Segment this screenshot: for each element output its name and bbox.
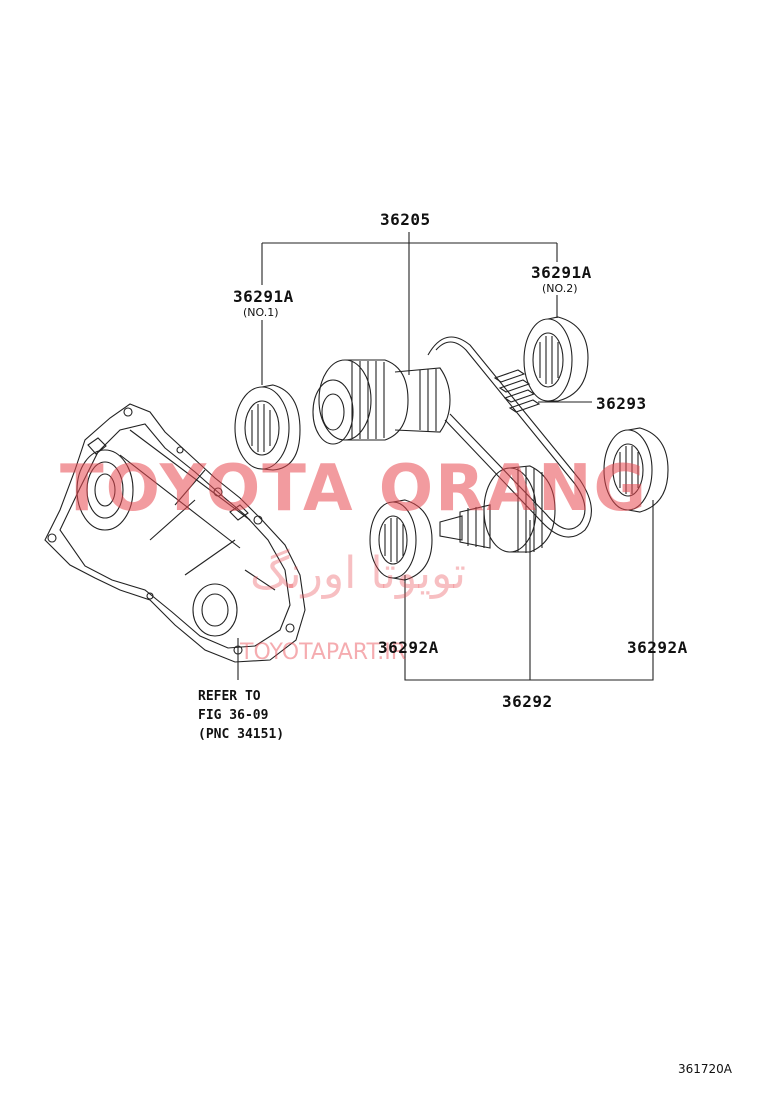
leader-lines [237, 232, 654, 681]
reference-note[interactable]: REFER TO FIG 36-09 (PNC 34151) [198, 687, 284, 744]
figure-id: 361720A [677, 1062, 732, 1076]
bearing-36292a-left [369, 499, 433, 581]
drive-chain [427, 336, 592, 538]
reference-line-1: REFER TO [198, 689, 261, 704]
part-sublabel-no1: (NO.1) [243, 306, 279, 319]
bearing-36291a-no1 [234, 384, 301, 471]
part-label-36293[interactable]: 36293 [596, 394, 647, 413]
part-label-36292a-left[interactable]: 36292A [378, 638, 439, 657]
part-label-36292a-right[interactable]: 36292A [627, 638, 688, 657]
part-sublabel-no2: (NO.2) [542, 282, 578, 295]
bearing-36291a-no2 [523, 316, 589, 402]
reference-line-2: FIG 36-09 [198, 708, 269, 723]
driven-sprocket-36292 [439, 465, 556, 553]
reference-line-3: (PNC 34151) [198, 727, 285, 742]
part-label-36205[interactable]: 36205 [380, 210, 431, 229]
snap-rings-36293 [493, 369, 541, 413]
drive-sprocket-36205 [312, 359, 451, 445]
part-label-36291a-no2[interactable]: 36291A [531, 263, 592, 282]
part-label-36291a-no1[interactable]: 36291A [233, 287, 294, 306]
part-label-36292[interactable]: 36292 [502, 692, 553, 711]
bearing-36292a-right [603, 427, 669, 513]
transfer-case-housing [44, 403, 306, 663]
